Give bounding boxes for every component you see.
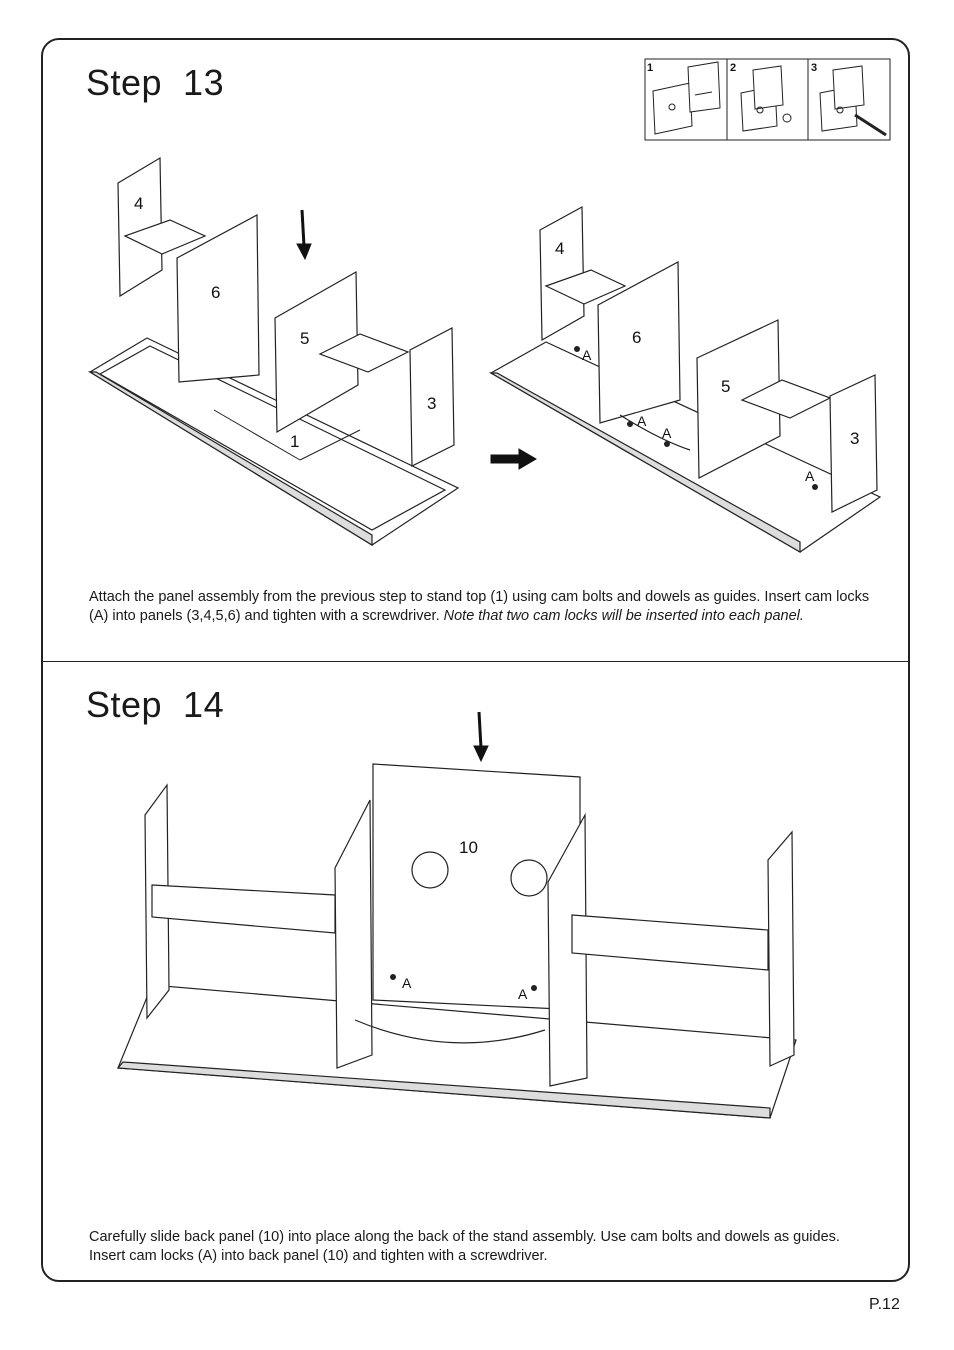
s14-label-panel10: 10 <box>459 838 478 857</box>
right-label-camA-1: A <box>582 347 592 363</box>
left-label-panel4: 4 <box>134 194 143 213</box>
right-label-panel5: 5 <box>721 377 730 396</box>
step14-assembly <box>116 763 797 1119</box>
step13-text-main: Attach the panel assembly from the previ… <box>89 589 870 624</box>
step13-instructions: Attach the panel assembly from the previ… <box>89 588 879 626</box>
down-arrow-icon <box>296 209 312 261</box>
step14-title: Step 14 <box>86 684 225 725</box>
down-arrow-icon <box>473 711 489 763</box>
step13-right-assembly <box>488 205 882 554</box>
s14-label-camA-1: A <box>402 975 412 991</box>
inset-label-3: 3 <box>811 62 817 74</box>
page-number: P.12 <box>869 1296 900 1313</box>
inset-label-2: 2 <box>730 62 736 74</box>
step14-instructions: Carefully slide back panel (10) into pla… <box>89 1229 840 1264</box>
left-label-top1: 1 <box>290 432 299 451</box>
inset-label-1: 1 <box>647 62 653 74</box>
right-label-panel3: 3 <box>850 429 859 448</box>
s14-label-camA-2: A <box>518 986 528 1002</box>
right-label-camA-2: A <box>637 413 647 429</box>
page-border <box>41 38 910 1282</box>
right-label-camA-3: A <box>662 425 672 441</box>
left-label-panel6: 6 <box>211 283 220 302</box>
cam-lock-icon <box>574 346 818 490</box>
left-label-panel3: 3 <box>427 394 436 413</box>
step13-title: Step 13 <box>86 62 225 103</box>
cam-lock-icon <box>390 974 537 991</box>
left-label-panel5: 5 <box>300 329 309 348</box>
right-arrow-icon <box>490 448 537 470</box>
step13-left-assembly <box>87 156 460 547</box>
cam-lock-inset <box>644 58 891 141</box>
right-label-camA-4: A <box>805 468 815 484</box>
right-label-panel6: 6 <box>632 328 641 347</box>
step-divider <box>41 661 910 662</box>
step13-text-note: Note that two cam locks will be inserted… <box>443 608 804 624</box>
right-label-panel4: 4 <box>555 239 564 258</box>
